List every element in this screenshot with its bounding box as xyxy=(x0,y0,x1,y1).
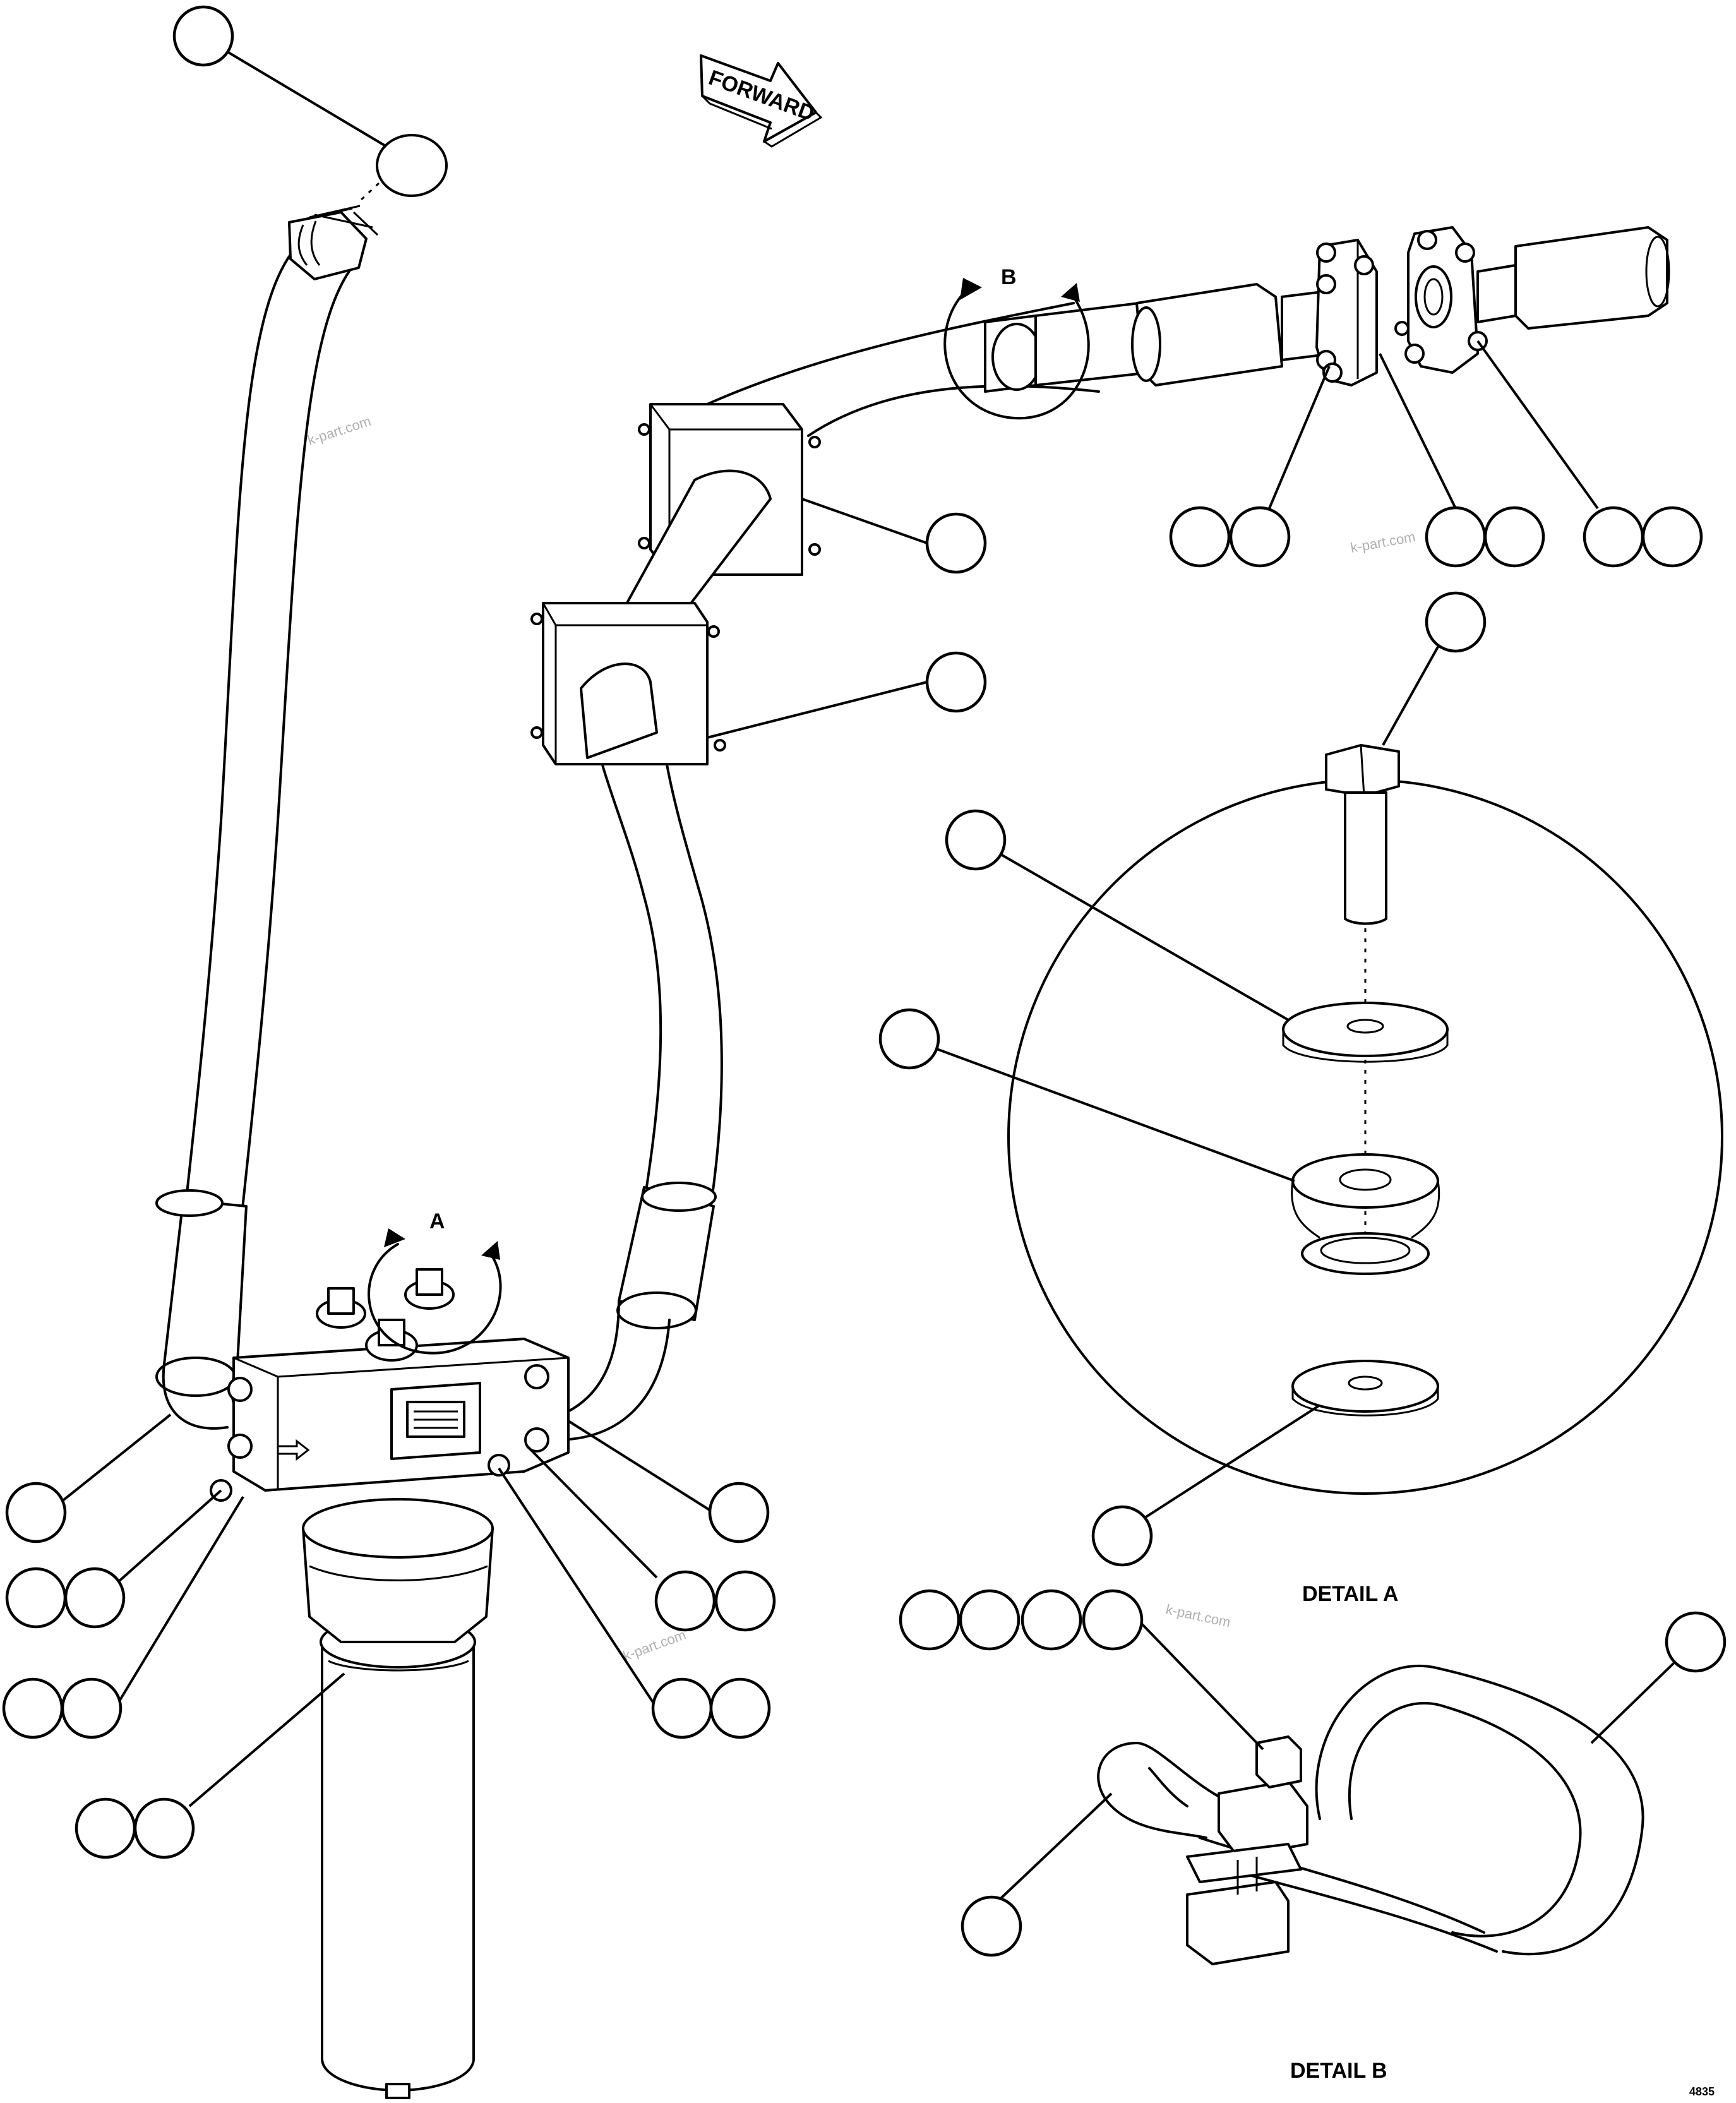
callout-filter-bolt-right-2 xyxy=(714,1570,776,1632)
callout-filter-base-right-2 xyxy=(709,1677,771,1739)
filter-assembly xyxy=(210,1268,570,2099)
view-b-label: B xyxy=(1001,265,1017,289)
part-balloons xyxy=(2,5,1727,1957)
callout-clamp-loop-detail-b xyxy=(961,1895,1022,1957)
callout-hose-right xyxy=(708,1482,770,1543)
callout-hardware-detail-b-3 xyxy=(1021,1589,1082,1651)
callout-filter-element-1 xyxy=(75,1797,136,1859)
callout-flange-bolts-left-1 xyxy=(1169,506,1231,568)
view-b-indicator: B xyxy=(943,265,1090,420)
sheet-number: 4835 xyxy=(1689,2085,1715,2098)
callout-washer-bottom-detail-a xyxy=(1091,1505,1153,1567)
callout-hose-left xyxy=(5,1482,67,1543)
callout-filter-bolt-right-1 xyxy=(654,1570,716,1632)
detail-a: DETAIL A xyxy=(1007,744,1723,1606)
upper-pipe xyxy=(706,226,1670,437)
watermark: k-part.com xyxy=(621,1627,688,1664)
callout-hardware-detail-b-1 xyxy=(899,1589,961,1651)
callout-clamp-band-detail-b xyxy=(1665,1611,1727,1673)
callout-mount-detail-a xyxy=(878,1008,940,1070)
callout-filter-base-right-1 xyxy=(651,1677,713,1739)
callout-filter-element-2 xyxy=(133,1797,195,1859)
callout-flange-right-2 xyxy=(1641,506,1703,568)
callout-flange-mid-1 xyxy=(1425,506,1487,568)
callout-bolt-detail-a xyxy=(1425,591,1487,653)
callout-clamp-lower xyxy=(925,651,987,713)
callout-hardware-detail-b-2 xyxy=(959,1589,1021,1651)
callout-hardware-detail-b-4 xyxy=(1082,1589,1144,1651)
right-hose xyxy=(162,643,723,1441)
callout-filter-base-left-2 xyxy=(61,1677,123,1739)
callout-filter-base-left-1 xyxy=(2,1677,64,1739)
lower-clamp xyxy=(530,602,726,765)
callout-washer-detail-a xyxy=(945,809,1007,871)
callout-flange-right-1 xyxy=(1583,506,1644,568)
left-hose xyxy=(155,134,448,1397)
upper-clamp xyxy=(624,403,821,633)
watermark: k-part.com xyxy=(1350,529,1417,556)
watermark: k-part.com xyxy=(306,413,373,448)
leader-lines xyxy=(60,51,1676,1908)
callout-filter-bolt-left-1 xyxy=(5,1567,67,1629)
view-a-label: A xyxy=(429,1209,445,1233)
view-a-indicator: A xyxy=(368,1209,502,1355)
forward-arrow: FORWARD xyxy=(700,54,823,148)
detail-a-label: DETAIL A xyxy=(1302,1582,1398,1606)
mount-bolts xyxy=(316,1268,455,1362)
callout-top-oring xyxy=(172,5,234,67)
callout-flange-mid-2 xyxy=(1483,506,1545,568)
detail-b: DETAIL B xyxy=(1097,1665,1644,2083)
callout-flange-bolts-left-2 xyxy=(1229,506,1291,568)
watermark: k-part.com xyxy=(1164,1601,1232,1630)
o-ring xyxy=(376,134,448,197)
callout-filter-bolt-left-2 xyxy=(64,1567,126,1629)
detail-b-label: DETAIL B xyxy=(1290,2059,1387,2083)
callout-clamp-upper xyxy=(925,512,987,574)
